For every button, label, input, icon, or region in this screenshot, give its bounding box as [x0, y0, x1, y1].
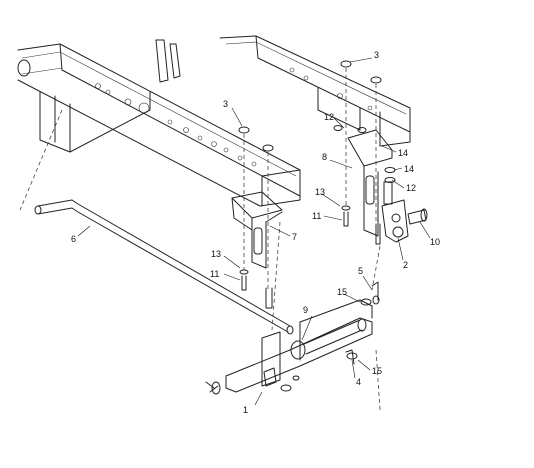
rail-holes	[95, 83, 257, 167]
nut-set	[238, 60, 382, 152]
frame-rail-left	[17, 39, 301, 207]
callout-13: 13	[315, 187, 325, 197]
callout-14: 14	[398, 148, 408, 158]
hanger-bracket-left	[231, 191, 283, 269]
callout-14: 14	[404, 164, 414, 174]
callout-1: 1	[243, 405, 248, 415]
bolts	[239, 205, 381, 309]
lift-arm-assembly	[205, 281, 380, 395]
callout-2: 2	[403, 260, 408, 270]
callout-9: 9	[303, 305, 308, 315]
callout-8: 8	[322, 152, 327, 162]
rod	[34, 199, 294, 335]
callout-5: 5	[358, 266, 363, 276]
callout-12: 12	[324, 112, 334, 122]
leader-lines	[77, 57, 431, 406]
frame-rail-right	[219, 35, 411, 147]
callout-4: 4	[356, 377, 361, 387]
callout-13: 13	[211, 249, 221, 259]
callout-3: 3	[223, 99, 228, 109]
callout-6: 6	[71, 234, 76, 244]
callout-15: 15	[372, 366, 382, 376]
alignment-lines	[19, 68, 381, 411]
callout-11: 11	[210, 269, 219, 279]
callout-7: 7	[292, 232, 297, 242]
callout-15: 15	[337, 287, 347, 297]
callout-11: 11	[312, 211, 321, 221]
callout-10: 10	[430, 237, 440, 247]
callout-3: 3	[374, 50, 379, 60]
callouts: 1 2 3 3 4 5 6 7 8 9 10 11 11 12 12 13 13…	[71, 50, 440, 415]
callout-12: 12	[406, 183, 416, 193]
